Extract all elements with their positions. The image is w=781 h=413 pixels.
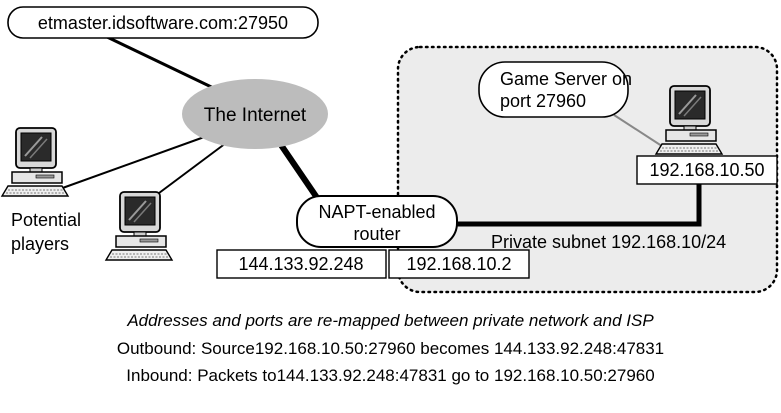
link-router-server bbox=[456, 179, 702, 227]
subnet-label: Private subnet 192.168.10/24 bbox=[491, 232, 726, 252]
link-player1-internet bbox=[56, 135, 208, 191]
internet-label: The Internet bbox=[204, 105, 307, 126]
server-ip-label: 192.168.10.50 bbox=[649, 160, 764, 180]
link-player2-internet bbox=[146, 142, 227, 203]
players-label-line2: players bbox=[11, 234, 69, 254]
link-gameserver-label bbox=[613, 114, 669, 151]
internet-cloud bbox=[182, 79, 328, 149]
router-public-ip-label: 144.133.92.248 bbox=[238, 254, 363, 274]
caption-line-2: Outbound: Source192.168.10.50:27960 beco… bbox=[116, 339, 665, 358]
game-server-label-line2: port 27960 bbox=[500, 91, 586, 111]
players-label-line1: Potential bbox=[11, 210, 81, 230]
router-public-ip-box bbox=[216, 249, 387, 279]
router-label-line2: router bbox=[353, 224, 400, 244]
computer-icon bbox=[105, 191, 173, 261]
caption-line-3: Inbound: Packets to144.133.92.248:47831 … bbox=[126, 366, 655, 385]
game-server-label-line1: Game Server on bbox=[500, 69, 632, 89]
game-server-callout bbox=[478, 61, 629, 118]
caption-line-1: Addresses and ports are re-mapped betwee… bbox=[127, 311, 654, 330]
master-server-label: etmaster.idsoftware.com:27950 bbox=[38, 13, 288, 33]
server-ip-box bbox=[636, 155, 778, 185]
router-node bbox=[296, 195, 458, 248]
router-private-ip-label: 192.168.10.2 bbox=[406, 254, 511, 274]
computer-icon bbox=[1, 127, 69, 197]
router-private-ip-box bbox=[388, 249, 530, 279]
router-label-line1: NAPT-enabled bbox=[318, 202, 435, 222]
master-server-node bbox=[7, 6, 319, 39]
link-master-internet bbox=[104, 34, 227, 96]
